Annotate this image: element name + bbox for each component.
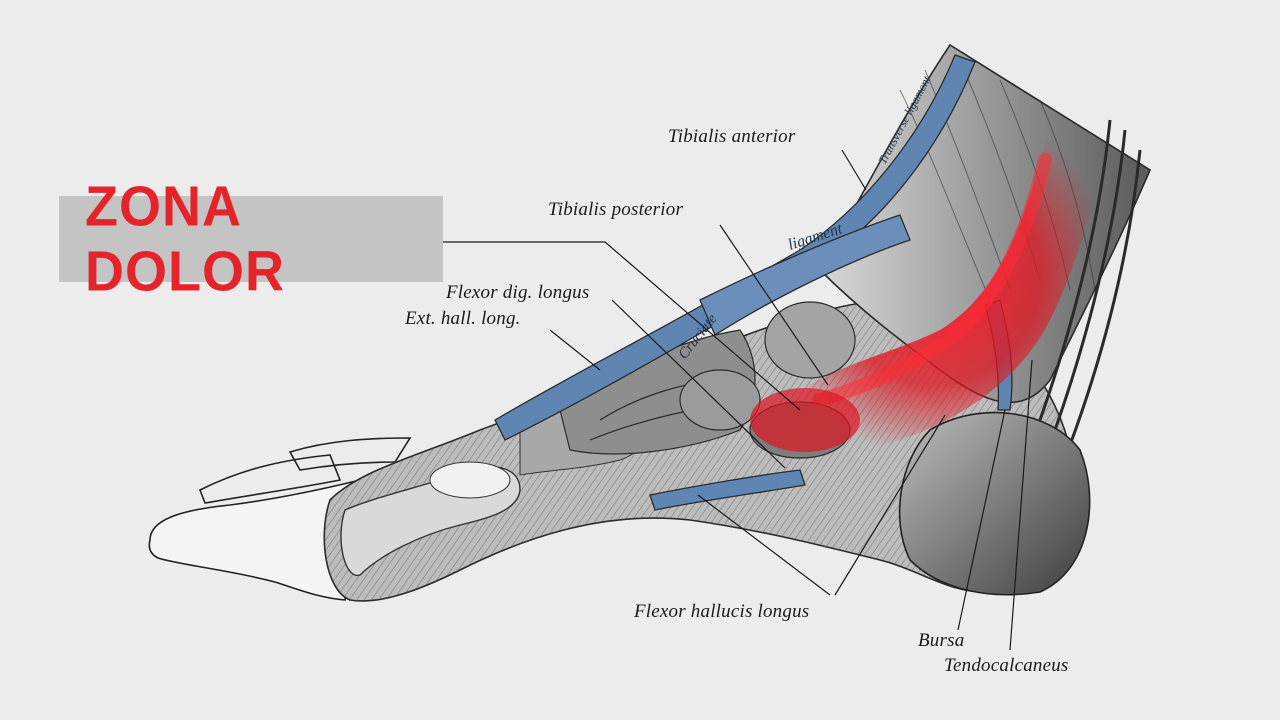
label-ext-hall-long: Ext. hall. long. <box>405 308 521 329</box>
pain-zone-callout: ZONA DOLOR <box>59 175 443 303</box>
tendon-sheaths <box>494 54 1013 511</box>
achilles-tendon <box>1038 119 1142 446</box>
leader-lines <box>443 149 1033 651</box>
label-tendocalcaneus: Tendocalcaneus <box>944 655 1069 676</box>
pain-highlight <box>750 95 1110 457</box>
heel <box>898 411 1091 596</box>
toes-outline <box>148 437 412 601</box>
label-tibialis-posterior: Tibialis posterior <box>548 199 684 220</box>
label-flexor-hallucis-longus: Flexor hallucis longus <box>634 601 810 622</box>
label-flexor-dig-longus: Flexor dig. longus <box>446 282 590 303</box>
label-tibialis-anterior: Tibialis anterior <box>668 126 796 147</box>
label-bursa: Bursa <box>918 630 965 651</box>
pain-zone-label: ZONA DOLOR <box>85 174 285 304</box>
